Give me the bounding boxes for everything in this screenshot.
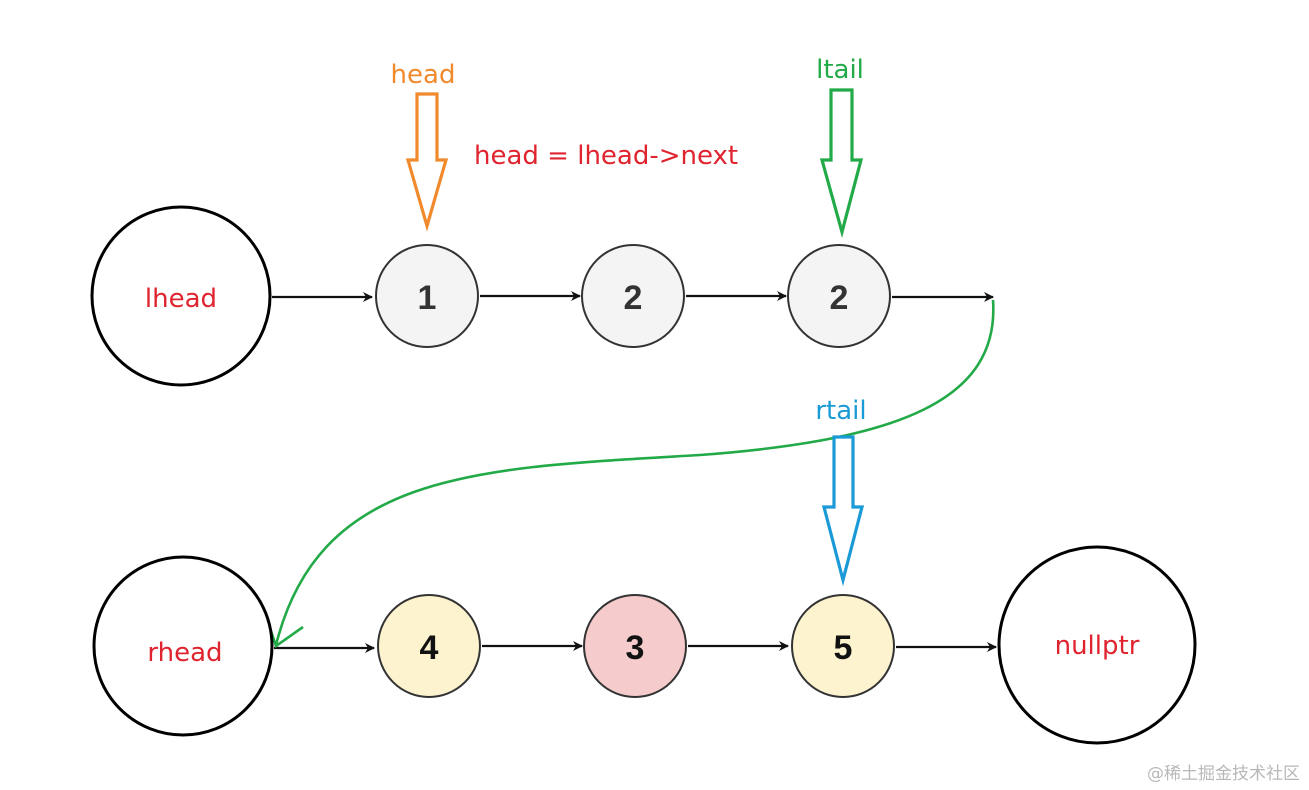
rhead-label: rhead [147,638,222,668]
node-value-l2: 2 [624,279,643,317]
head-label: head [391,60,456,90]
ltail-pointer-arrow [819,88,864,239]
rtail-label: rtail [815,396,866,426]
green-curve-link [274,299,995,646]
nullptr-node [997,545,1197,745]
list-node-r2 [583,594,687,698]
list-node-l3 [787,244,891,348]
nullptr-label: nullptr [1055,631,1140,661]
list-node-r1 [377,594,481,698]
list-node-l2 [581,244,685,348]
ltail-label: ltail [816,55,864,85]
lhead-label: lhead [145,284,217,314]
head-pointer-arrow [405,92,449,232]
node-value-l1: 1 [418,279,437,317]
node-value-r1: 4 [420,629,439,667]
lhead-node [90,205,272,387]
list-node-l1 [375,244,479,348]
node-value-r3: 5 [834,629,853,667]
node-value-r2: 3 [626,629,645,667]
watermark: @稀土掘金技术社区 [1147,764,1300,784]
assignment-annotation: head = lhead->next [474,141,738,171]
rtail-pointer-arrow [821,435,865,587]
list-node-r3 [791,594,895,698]
node-value-l3: 2 [830,279,849,317]
rhead-node [92,555,274,737]
